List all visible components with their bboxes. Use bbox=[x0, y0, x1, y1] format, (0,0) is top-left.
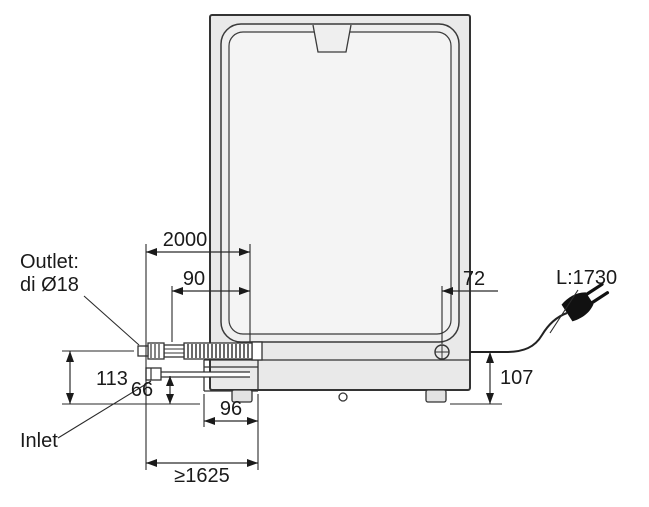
thread-hatch bbox=[150, 344, 160, 358]
dim-96-label: 96 bbox=[220, 398, 242, 420]
inlet-label: Inlet bbox=[20, 430, 58, 452]
dim-107-label: 107 bbox=[500, 367, 533, 389]
cord-length-label: L:1730 bbox=[556, 267, 617, 289]
dim-66-label: 66 bbox=[131, 379, 153, 401]
leader-lines bbox=[57, 289, 579, 439]
cord-line bbox=[470, 312, 568, 353]
appliance-base bbox=[203, 344, 470, 403]
hose-coupling bbox=[251, 341, 263, 361]
dim-1625-label: ≥1625 bbox=[174, 465, 229, 487]
dim-113-label: 113 bbox=[96, 368, 128, 390]
outlet-straight-section bbox=[163, 344, 185, 358]
power-cord bbox=[470, 282, 610, 353]
appliance-body bbox=[209, 14, 471, 391]
outlet-label-line1: Outlet: bbox=[20, 251, 79, 273]
top-notch bbox=[312, 24, 352, 53]
dimension-lines bbox=[66, 248, 498, 467]
plug-icon bbox=[561, 282, 610, 322]
dim-90-label: 90 bbox=[183, 268, 205, 290]
inlet-hose bbox=[145, 367, 250, 381]
outlet-leader bbox=[83, 295, 140, 346]
hose-ribs bbox=[187, 344, 249, 358]
foot-left bbox=[231, 389, 253, 403]
cord-leader bbox=[549, 289, 579, 334]
dim-2000-label: 2000 bbox=[163, 229, 208, 251]
center-drain-icon bbox=[338, 392, 348, 402]
inlet-leader bbox=[57, 380, 152, 439]
outlet-tip bbox=[137, 345, 149, 357]
outlet-label-line2: di Ø18 bbox=[20, 274, 79, 296]
foot-right bbox=[425, 389, 447, 403]
drain-hose bbox=[137, 341, 263, 361]
dim-72-label: 72 bbox=[463, 268, 485, 290]
corrugated-hose bbox=[183, 342, 253, 360]
rear-panel-inner bbox=[228, 31, 452, 335]
